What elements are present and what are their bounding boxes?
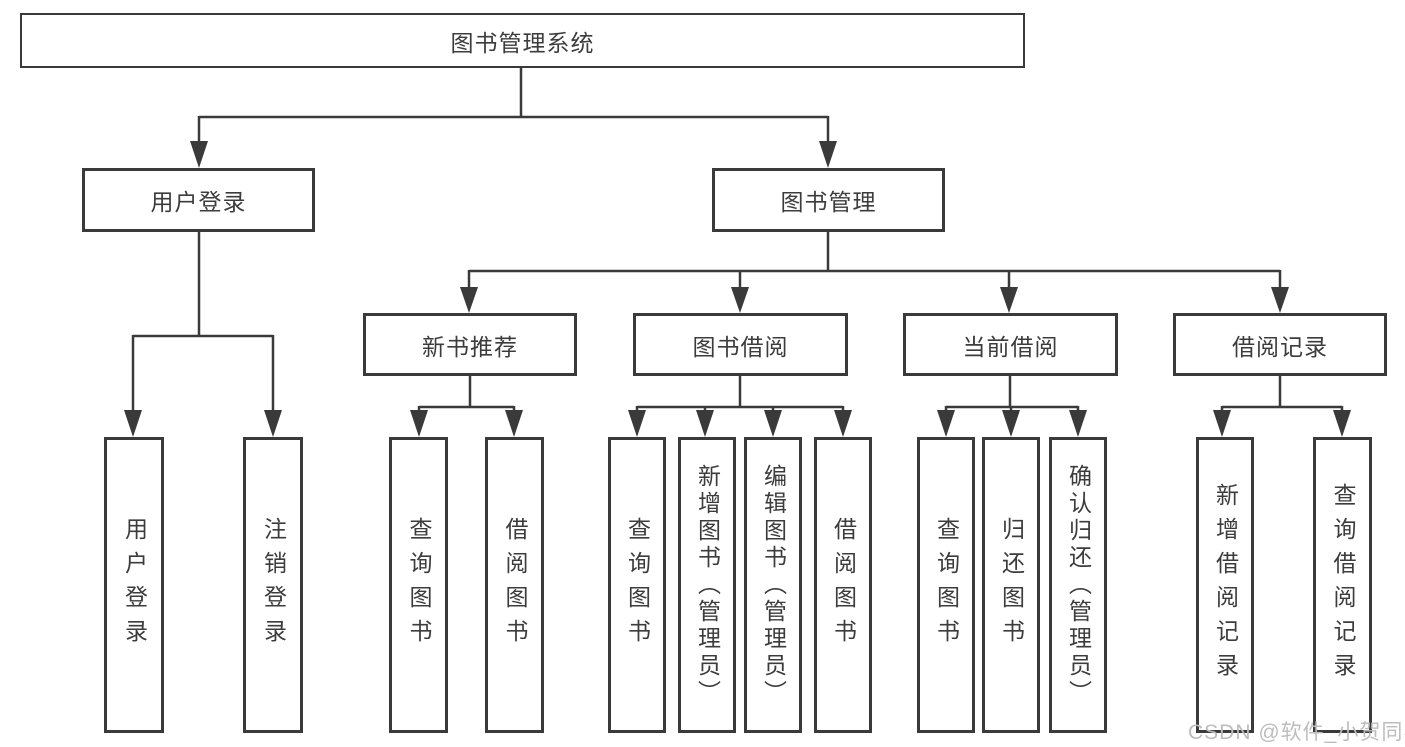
node-user-login: 用户登录 — [82, 168, 315, 232]
node-label: 编辑图书（管理员） — [760, 463, 787, 707]
node-label: 图书管理系统 — [450, 29, 595, 56]
node-label: 图书借阅 — [692, 333, 789, 360]
node-book-borrowing: 图书借阅 — [633, 313, 848, 376]
node-book-management: 图书管理 — [712, 168, 945, 232]
node-label: 注销登录 — [260, 517, 287, 653]
node-label: 查询借阅记录 — [1330, 483, 1356, 687]
node-label: 新增图书（管理员） — [694, 463, 721, 707]
leaf-logout: 注销登录 — [243, 437, 303, 733]
csdn-watermark: CSDN @软件_小贺同学 — [1188, 721, 1405, 744]
leaf-current-confirm-return-admin: 确认归还（管理员） — [1049, 437, 1107, 733]
leaf-borrowing-query-books: 查询图书 — [608, 437, 666, 733]
node-label: 借阅图书 — [502, 517, 528, 653]
node-label: 借阅记录 — [1232, 333, 1328, 360]
leaf-records-query-borrow-record: 查询借阅记录 — [1313, 437, 1372, 733]
leaf-records-add-borrow-record: 新增借阅记录 — [1196, 437, 1254, 733]
node-label: 查询图书 — [933, 517, 960, 653]
node-label: 归还图书 — [998, 517, 1025, 653]
leaf-user-login: 用户登录 — [104, 437, 164, 733]
node-label: 当前借阅 — [962, 333, 1059, 360]
node-borrowing-records: 借阅记录 — [1173, 313, 1387, 376]
node-label: 用户登录 — [150, 189, 247, 215]
leaf-borrowing-edit-books-admin: 编辑图书（管理员） — [744, 437, 802, 733]
node-label: 图书管理 — [780, 189, 877, 215]
node-library-management-system: 图书管理系统 — [20, 13, 1025, 68]
node-label: 新书推荐 — [422, 333, 518, 360]
node-current-borrowing: 当前借阅 — [903, 313, 1118, 376]
node-label: 用户登录 — [121, 517, 148, 653]
leaf-borrowing-borrow-books: 借阅图书 — [814, 437, 872, 733]
leaf-borrowing-add-books-admin: 新增图书（管理员） — [678, 437, 736, 733]
node-label: 查询图书 — [624, 517, 651, 653]
leaf-current-return-books: 归还图书 — [982, 437, 1040, 733]
leaf-recommend-query-books: 查询图书 — [389, 437, 448, 733]
leaf-recommend-borrow-books: 借阅图书 — [485, 437, 544, 733]
node-label: 确认归还（管理员） — [1065, 463, 1092, 707]
node-label: 借阅图书 — [830, 517, 857, 653]
node-new-book-recommendation: 新书推荐 — [363, 313, 577, 376]
node-label: 查询图书 — [406, 517, 432, 653]
leaf-current-query-books: 查询图书 — [917, 437, 975, 733]
node-label: 新增借阅记录 — [1212, 483, 1239, 687]
